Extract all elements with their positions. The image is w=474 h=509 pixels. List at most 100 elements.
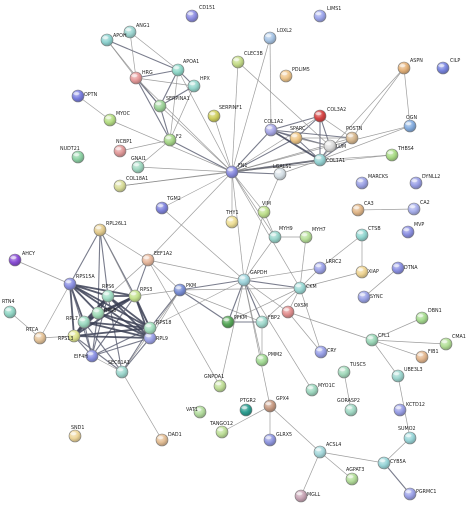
node-circle-xiap[interactable] xyxy=(355,265,369,279)
node-kctd12[interactable]: KCTD12 xyxy=(393,402,425,417)
node-circle-apoh[interactable] xyxy=(100,33,114,47)
node-pkm[interactable]: PKM xyxy=(173,283,196,297)
node-gapdh[interactable]: GAPDH xyxy=(237,270,268,287)
node-apoh[interactable]: APOH xyxy=(100,33,127,47)
node-tgm2[interactable]: TGM2 xyxy=(155,196,181,215)
node-circle-myo1c[interactable] xyxy=(305,383,319,397)
node-ogn[interactable]: OGN xyxy=(403,115,417,133)
node-postn[interactable]: POSTN xyxy=(345,126,363,145)
node-circle-f2[interactable] xyxy=(163,133,177,147)
node-cd151[interactable]: CD151 xyxy=(185,5,215,23)
node-rps18[interactable]: RPS18 xyxy=(143,320,171,335)
node-circle-dtna[interactable] xyxy=(391,261,405,275)
node-circle-ube3l3[interactable] xyxy=(391,369,405,383)
node-circle-ptgr2[interactable] xyxy=(239,403,253,417)
node-circle-rtn4[interactable] xyxy=(3,305,17,319)
node-circle-pmm2[interactable] xyxy=(255,353,269,367)
node-circle-sumo2[interactable] xyxy=(403,431,417,445)
node-circle-ogn[interactable] xyxy=(403,119,417,133)
node-circle-rps15a[interactable] xyxy=(63,277,77,291)
node-apoa1[interactable]: APOA1 xyxy=(171,59,199,77)
node-circle-ncbp1[interactable] xyxy=(113,144,127,158)
node-rps3[interactable]: RPS3 xyxy=(128,287,152,303)
node-rps8[interactable]: RPS8 xyxy=(91,306,116,320)
node-pmm2[interactable]: PMM2 xyxy=(255,352,282,367)
node-xiap[interactable]: XIAP xyxy=(355,265,379,279)
node-lims1[interactable]: LIMS1 xyxy=(313,6,341,23)
node-circle-tgm2[interactable] xyxy=(155,201,169,215)
node-eef1a2[interactable]: EEF1A2 xyxy=(141,251,172,267)
node-circle-rps8[interactable] xyxy=(91,306,105,320)
node-sec61a1[interactable]: SEC61A1 xyxy=(108,360,130,379)
node-tango12[interactable]: TANGO12 xyxy=(209,421,233,439)
node-rpl7[interactable]: RPL7 xyxy=(66,315,91,329)
node-rps15a[interactable]: RPS15A xyxy=(63,274,95,291)
node-circle-lum[interactable] xyxy=(323,139,337,153)
node-circle-clec3b[interactable] xyxy=(231,55,245,69)
node-agpat3[interactable]: AGPAT3 xyxy=(345,467,364,486)
node-thy1[interactable]: THY1 xyxy=(225,210,239,229)
node-circle-col1a1[interactable] xyxy=(313,153,327,167)
node-circle-marcks[interactable] xyxy=(355,176,369,190)
node-rtca[interactable]: RTCA xyxy=(26,327,47,345)
node-circle-col18a1[interactable] xyxy=(113,179,127,193)
node-rps13[interactable]: RPS13 xyxy=(58,329,81,343)
node-circle-rtca[interactable] xyxy=(33,331,47,345)
node-circle-sec61a1[interactable] xyxy=(115,365,129,379)
node-pgrmc1[interactable]: PGRMC1 xyxy=(403,487,436,501)
node-circle-ckm[interactable] xyxy=(293,281,307,295)
node-circle-cma1[interactable] xyxy=(439,337,453,351)
node-circle-thbs4[interactable] xyxy=(385,148,399,162)
node-fib1[interactable]: FIB1 xyxy=(415,349,439,364)
node-marcks[interactable]: MARCKS xyxy=(355,174,388,190)
node-lrrc2[interactable]: LRRC2 xyxy=(313,259,342,275)
node-circle-col3a2[interactable] xyxy=(313,109,327,123)
node-circle-pkm[interactable] xyxy=(173,283,187,297)
node-vat1[interactable]: VAT1 xyxy=(186,405,207,419)
node-cfl1[interactable]: CFL1 xyxy=(365,333,390,347)
node-dbn1[interactable]: DBN1 xyxy=(415,308,442,325)
node-circle-cfl1[interactable] xyxy=(365,333,379,347)
node-fbp2[interactable]: FBP2 xyxy=(255,315,280,329)
node-cry[interactable]: CRY xyxy=(314,345,336,359)
node-circle-gapdh[interactable] xyxy=(237,273,251,287)
node-myh9[interactable]: MYH9 xyxy=(268,226,293,244)
node-ube3l3[interactable]: UBE3L3 xyxy=(391,367,423,383)
node-circle-tusc5[interactable] xyxy=(337,365,351,379)
node-circle-myh9[interactable] xyxy=(268,230,282,244)
node-circle-serpina1[interactable] xyxy=(153,99,167,113)
node-ang1[interactable]: ANG1 xyxy=(123,23,150,39)
node-snd1[interactable]: SND1 xyxy=(68,425,84,443)
node-circle-cd151[interactable] xyxy=(185,9,199,23)
node-circle-cilp[interactable] xyxy=(436,61,450,75)
node-dad1[interactable]: DAD1 xyxy=(155,432,182,447)
node-mvp[interactable]: MVP xyxy=(401,222,424,239)
node-vim[interactable]: VIM xyxy=(257,201,271,219)
node-mgll[interactable]: MGLL xyxy=(294,489,321,503)
node-ca3[interactable]: CA3 xyxy=(351,201,374,217)
node-rpl9[interactable]: RPL9 xyxy=(143,331,168,345)
node-circle-optn[interactable] xyxy=(71,89,85,103)
node-ncbp1[interactable]: NCBP1 xyxy=(113,139,132,158)
node-circle-pdlim5[interactable] xyxy=(279,69,293,83)
node-cma1[interactable]: CMA1 xyxy=(439,334,466,351)
node-circle-ca2[interactable] xyxy=(407,202,421,216)
node-circle-gnai1[interactable] xyxy=(131,160,145,174)
node-circle-glrx5[interactable] xyxy=(263,433,277,447)
node-circle-sparc[interactable] xyxy=(289,131,303,145)
node-col1a2[interactable]: COL1A2 xyxy=(264,119,283,137)
node-fn1[interactable]: FN1 xyxy=(225,163,247,179)
node-circle-oxsm[interactable] xyxy=(281,305,295,319)
node-circle-ctsb[interactable] xyxy=(355,228,369,242)
node-eif4h[interactable]: EIF4H xyxy=(74,349,99,363)
node-optn[interactable]: OPTN xyxy=(71,89,98,103)
node-ctsb[interactable]: CTSB xyxy=(355,226,381,242)
node-circle-rps18[interactable] xyxy=(143,321,157,335)
node-lum[interactable]: LUM xyxy=(323,139,346,153)
node-circle-gnpda1[interactable] xyxy=(213,379,227,393)
node-circle-dynll2[interactable] xyxy=(409,176,423,190)
node-serpinf1[interactable]: SERPINF1 xyxy=(207,105,242,123)
node-circle-apoa1[interactable] xyxy=(171,63,185,77)
node-circle-pfkm[interactable] xyxy=(221,315,235,329)
node-cyb5a[interactable]: CYB5A xyxy=(377,456,407,470)
